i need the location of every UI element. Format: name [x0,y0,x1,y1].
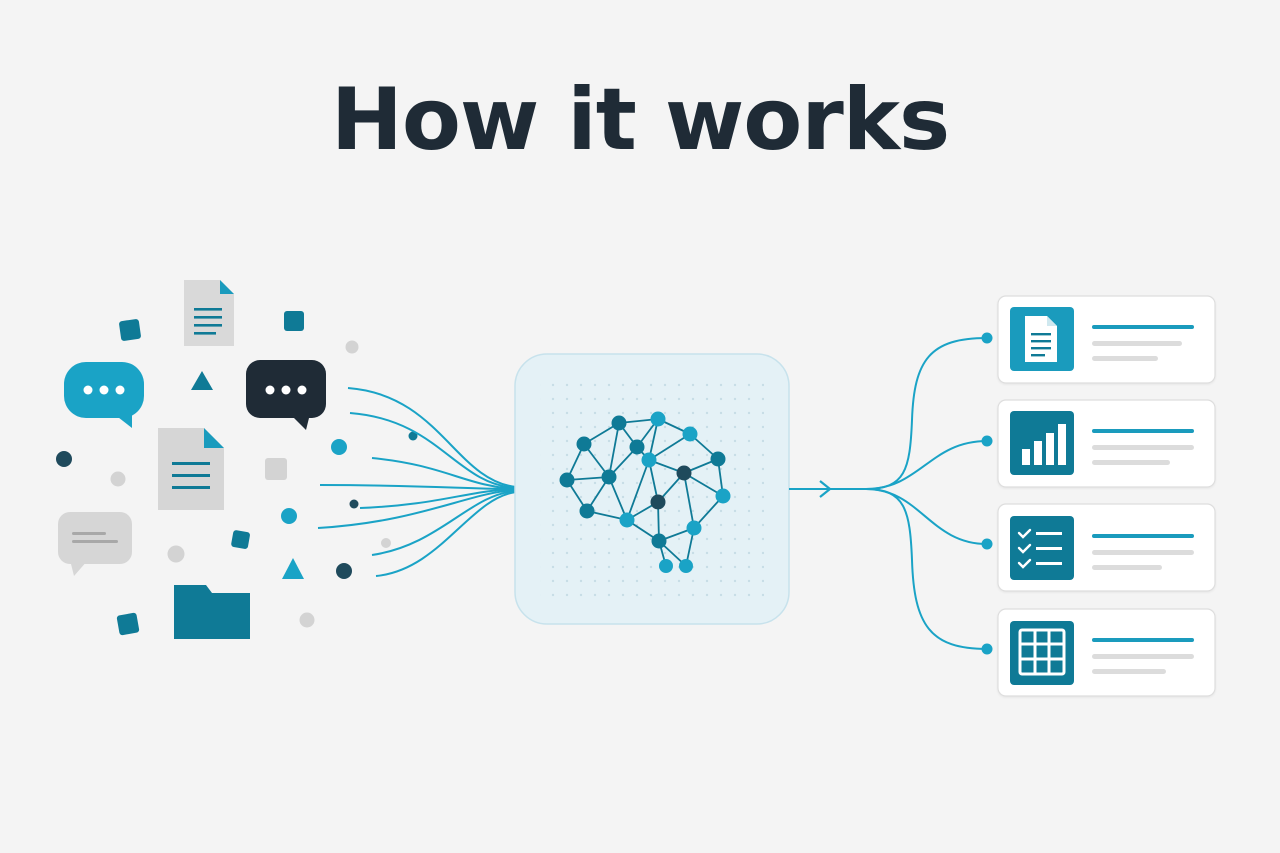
document-icon [184,280,234,346]
processor-panel [514,353,790,625]
square-shape [116,612,140,636]
output-card-chart [997,399,1216,488]
dot-shape [167,545,185,563]
dot-shape [299,612,315,628]
chat-bubble-icon [64,362,144,428]
table-icon [1010,621,1074,685]
input-flow-lines [317,387,517,577]
input-cluster [56,280,418,639]
square-shape [284,311,304,331]
square-shape [231,530,250,549]
output-card-table [997,608,1216,697]
triangle-shape [191,371,213,390]
output-card-document [997,295,1216,384]
chat-bubble-icon [246,360,326,430]
bar-chart-icon [1010,411,1074,475]
triangle-shape [282,558,304,579]
dot-shape [336,563,352,579]
chat-bubble-icon [58,512,132,576]
dot-shape [381,538,391,548]
page-title: How it works [330,70,950,170]
brain-network-icon [559,411,731,573]
output-card-checklist [997,503,1216,592]
checklist-icon [1010,516,1074,580]
document-icon [158,428,224,510]
document-icon [1010,307,1074,371]
output-connector [789,332,993,655]
dot-shape [408,431,418,441]
dot-shape [56,451,72,467]
square-shape [119,319,141,341]
square-shape [265,458,287,480]
dot-shape [110,471,126,487]
dot-shape [349,499,359,509]
dot-shape [281,508,297,524]
dot-shape [331,439,347,455]
folder-icon [174,585,250,639]
dot-shape [345,340,359,354]
